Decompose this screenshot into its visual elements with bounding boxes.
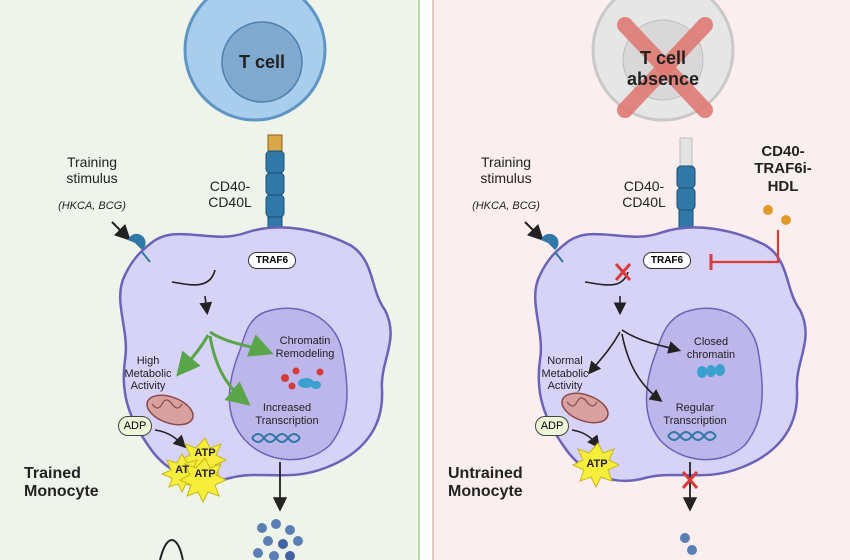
right-cd40-label: CD40- CD40L	[622, 178, 666, 211]
left-dna-icon	[251, 433, 301, 443]
left-signal-down	[199, 295, 213, 316]
left-training-examples-label: (HKCA, BCG)	[58, 200, 126, 212]
left-adp-badge: ADP	[118, 416, 152, 436]
right-blocked-x-icon	[614, 263, 632, 281]
right-traf6-badge: TRAF6	[643, 252, 691, 269]
left-cd40-label: CD40- CD40L	[208, 178, 252, 211]
right-transcription-label: Regular Transcription	[663, 402, 727, 427]
left-monocyte-title: Trained Monocyte	[24, 465, 99, 501]
left-chromatin-label: Chromatin Remodeling	[275, 335, 335, 360]
right-black-arrows	[587, 329, 682, 402]
right-cytokine-dots	[680, 533, 697, 555]
left-adp-arrow	[154, 429, 187, 449]
right-t-cell-label: T cell absence	[626, 48, 700, 89]
right-closed-chromatin-icon	[697, 364, 725, 378]
right-monocyte-title: Untrained Monocyte	[448, 465, 523, 501]
left-atp-label-2: AT	[175, 464, 189, 476]
right-cross-icon	[617, 17, 713, 118]
right-inhibitor-label: CD40- TRAF6i- HDL	[754, 143, 812, 195]
right-blocked-secretion-x-icon	[681, 471, 699, 489]
left-traf6-badge: TRAF6	[248, 252, 296, 269]
left-chromatin-icon	[281, 367, 324, 390]
left-metabolic-label: High Metabolic Activity	[124, 355, 172, 393]
right-mitochondrion-icon	[561, 392, 609, 424]
left-transcription-label: Increased Transcription	[255, 402, 319, 427]
left-atp-label-3: ATP	[194, 468, 216, 480]
left-training-stimulus-label: Training stimulus	[66, 154, 118, 187]
left-t-cell-label: T cell	[238, 52, 286, 72]
right-inhibition-line	[712, 230, 780, 264]
right-cd40-receptor	[676, 137, 696, 255]
left-atp-bursts	[160, 437, 228, 504]
right-training-stimulus-label: Training stimulus	[480, 154, 532, 187]
right-inhibitor-particles	[763, 205, 791, 225]
right-training-examples-label: (HKCA, BCG)	[472, 200, 540, 212]
right-receptor-stimulus	[524, 221, 564, 263]
left-mitochondrion-icon	[146, 394, 194, 426]
left-signal-arrow	[171, 269, 216, 286]
left-curve-fragment	[159, 539, 184, 560]
left-t-cell	[183, 0, 327, 122]
right-dna-icon	[667, 431, 717, 441]
left-cytokine-dots	[253, 519, 303, 560]
left-green-arrows	[176, 330, 274, 406]
left-receptor-stimulus	[111, 221, 151, 263]
right-atp-label: ATP	[586, 458, 608, 470]
right-adp-badge: ADP	[535, 416, 569, 436]
right-atp-burst	[571, 442, 621, 489]
right-chromatin-label: Closed chromatin	[686, 336, 736, 361]
left-atp-label-1: ATP	[194, 447, 216, 459]
right-metabolic-label: Normal Metabolic Activity	[541, 355, 589, 393]
